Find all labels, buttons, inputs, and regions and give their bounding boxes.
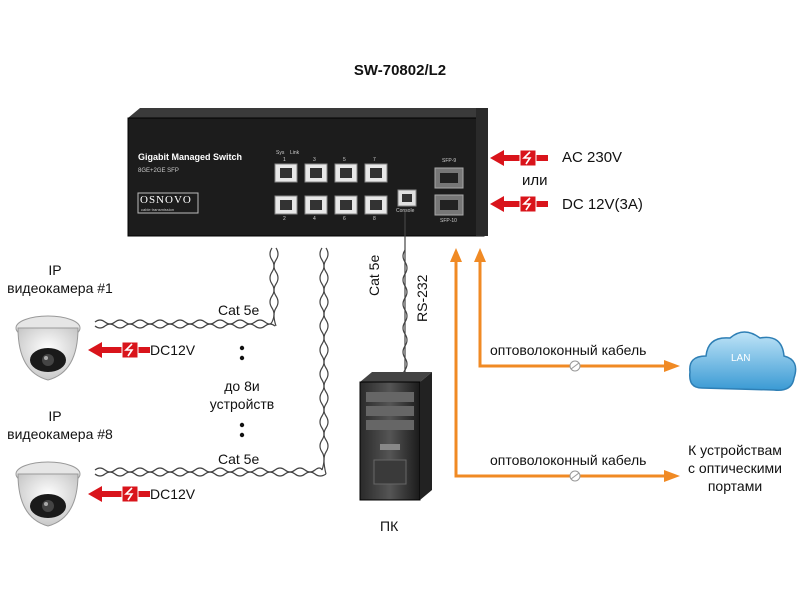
power-dc-label: DC 12V(3A) (562, 196, 643, 213)
power-arrow-ac (490, 149, 548, 167)
camera-1-cable-label: Cat 5e (218, 302, 260, 318)
port-label-4: 4 (313, 216, 316, 222)
port-label-3: 3 (313, 157, 316, 163)
port-label-5: 5 (343, 157, 346, 163)
switch-model-label: Gigabit Managed Switch (138, 152, 243, 162)
sfp-9-label: SFP-9 (442, 158, 457, 164)
port-label-8: 8 (373, 216, 376, 222)
devices-count-line2: устройств (209, 396, 275, 412)
fiber-arrowhead-right-2 (664, 470, 680, 482)
devices-count-line1: до 8и (224, 378, 260, 394)
pc-tower (359, 372, 432, 501)
console-label: Console (396, 208, 415, 214)
power-or-label: или (522, 172, 548, 189)
power-arrow-dc (490, 195, 548, 213)
fiber-2-label: оптоволоконный кабель (490, 452, 647, 468)
camera-1-power-arrow (88, 341, 150, 359)
camera-8-power-label: DC12V (150, 486, 196, 502)
devices-target-line1: К устройствам (688, 442, 782, 458)
lan-cloud-icon (689, 331, 797, 391)
camera-1-power-label: DC12V (150, 342, 196, 358)
port-label-2: 2 (283, 216, 286, 222)
power-ac-label: AC 230V (562, 149, 623, 166)
switch-brand-tagline: cable transmission (141, 207, 175, 212)
cat5e-cable-8 (94, 247, 329, 477)
pc-cable-rs232-label: RS-232 (414, 274, 430, 322)
cat5e-cable-1 (94, 247, 279, 329)
port-label-1: 1 (283, 157, 286, 163)
lan-label: LAN (731, 353, 751, 364)
camera-1-title-line2: видеокамера #1 (7, 280, 113, 296)
switch-sub-label: 8GE+2GE SFP (138, 168, 179, 174)
fiber-arrowhead-up-1 (474, 248, 486, 262)
devices-target-line2: с оптическими (688, 460, 782, 476)
camera-8-title-line2: видеокамера #8 (7, 426, 113, 442)
devices-target-line3: портами (707, 478, 763, 494)
fiber-cable-devices (454, 258, 668, 478)
sfp-10-label: SFP-10 (440, 218, 457, 224)
pc-cable-cat5e-label: Cat 5e (366, 254, 382, 296)
camera-8-title-line1: IP (48, 408, 62, 424)
camera-8-power-arrow (88, 485, 150, 503)
switch-device (127, 108, 488, 237)
led-label-link: Link (290, 150, 300, 156)
fiber-cable-lan (478, 258, 668, 368)
camera-1-title-line1: IP (48, 262, 62, 278)
port-label-6: 6 (343, 216, 346, 222)
led-label-sys: Sys (276, 150, 285, 156)
fiber-1-label: оптоволоконный кабель (490, 342, 647, 358)
camera-8-cable-label: Cat 5e (218, 451, 260, 467)
pc-label: ПК (380, 518, 399, 534)
fiber-arrowhead-up-2 (450, 248, 462, 262)
continuation-dots (239, 345, 245, 438)
ip-camera-1 (15, 315, 81, 381)
pc-cable (402, 212, 408, 381)
diagram-title: SW-70802/L2 (353, 62, 447, 79)
port-label-7: 7 (373, 157, 376, 163)
switch-brand-logo: OSNOVO (140, 194, 192, 206)
fiber-arrowhead-right-1 (664, 360, 680, 372)
ip-camera-8 (15, 461, 81, 527)
